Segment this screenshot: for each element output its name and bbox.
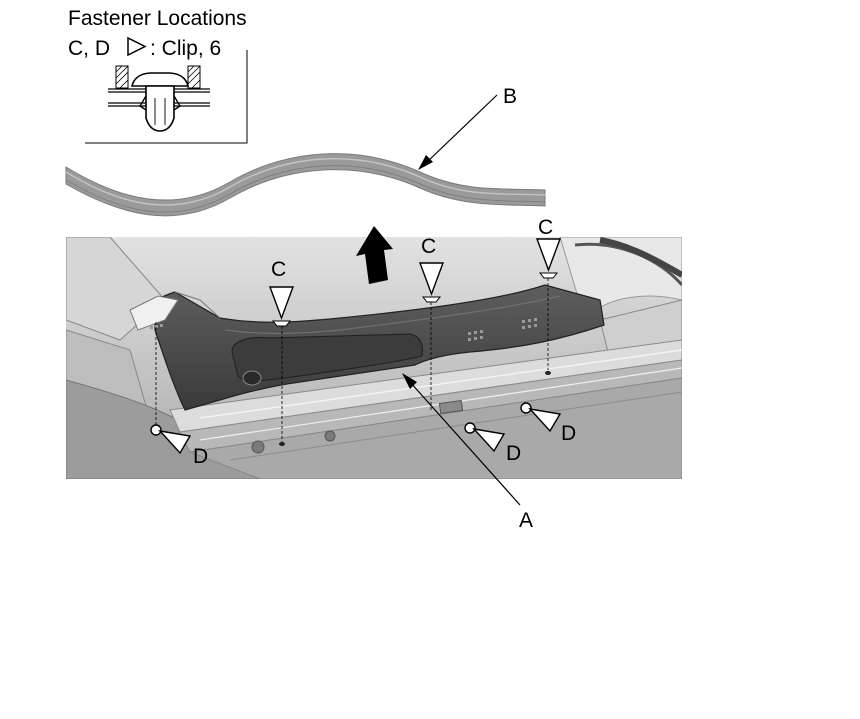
page-title: Fastener Locations [68,7,247,30]
clip-d-marker-3: D [520,402,576,445]
callout-d-1: D [193,445,208,468]
clip-c-marker-2: C [418,235,445,303]
arrow-up-icon [356,226,393,284]
callout-c-1: C [271,258,286,281]
callout-d-2: D [506,442,521,465]
legend-prefix: C, D [68,37,110,60]
callout-d-3: D [561,422,576,445]
callout-b: B [503,85,517,108]
callout-c-3: C [538,216,553,239]
leader-b: B [418,85,517,170]
triangle-right-icon [127,36,147,57]
legend-suffix: : Clip, 6 [150,37,221,60]
clip-d-marker-2: D [464,422,521,465]
leader-a: A [402,373,533,532]
trim-strip-b [65,153,546,217]
clip-c-marker-3: C [535,216,562,279]
clip-d-marker-1: D [150,424,208,468]
clip-detail-inset [85,50,248,144]
callout-c-2: C [421,235,436,258]
clip-guides [155,278,549,442]
clip-c-marker-1: C [268,258,295,327]
push-clip-icon [108,65,210,132]
callout-a: A [519,509,533,532]
